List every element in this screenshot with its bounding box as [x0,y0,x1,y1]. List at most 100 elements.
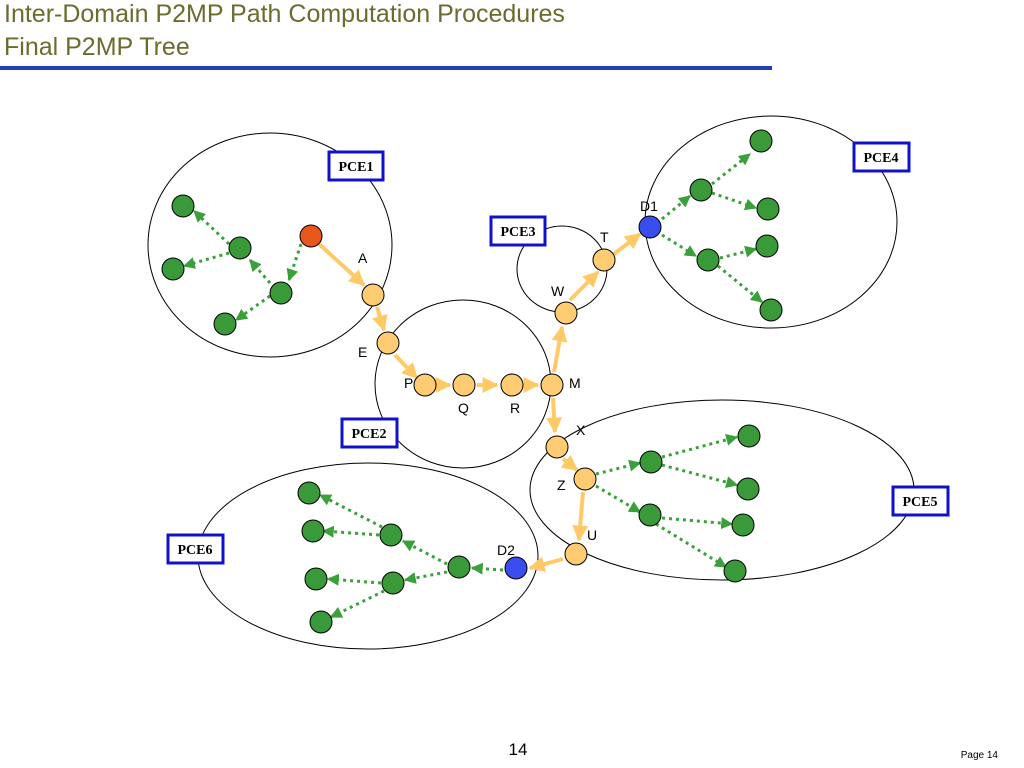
node-z [573,467,597,491]
node-e [376,331,400,355]
leaf-arrow [403,570,448,584]
slide-subtitle: Final P2MP Tree [4,33,190,61]
leaf-arrow [711,152,751,186]
leaf-node [381,571,405,595]
path-arrow [568,270,600,302]
leaf-arrow [326,573,382,586]
leaf-arrow [318,493,383,529]
leaf-node [297,481,321,505]
leaf-arrow [661,516,734,530]
leaf-arrow [661,194,691,221]
leaf-node [171,194,195,218]
node-p [413,373,437,397]
leaf-node [447,555,471,579]
leaf-node [689,178,713,202]
leaf-node [736,477,760,501]
node-w [554,301,578,325]
leaf-node [749,129,773,153]
path-arrow [572,491,589,542]
label-d1: D1 [640,198,658,214]
leaf-node [228,236,252,260]
label-d2: D2 [497,542,515,558]
leaf-node [759,298,783,322]
label-q: Q [458,400,469,416]
path-arrow [528,556,564,572]
boundary-nodes [504,215,662,580]
domain-pce1-outline [147,132,393,358]
leaf-node [301,519,325,543]
path-arrow [317,242,366,287]
label-a: A [358,250,368,266]
pce4-box: PCE4 [852,141,911,173]
leaf-arrow [717,264,763,304]
node-d2 [504,556,528,580]
page-label: Page 14 [960,750,998,761]
node-u [564,542,588,566]
leaf-node [755,234,779,258]
label-e: E [358,344,367,360]
leaf-arrow [470,562,504,575]
slide-number: 14 [508,740,528,759]
pce6-box: PCE6 [166,533,225,565]
domain-pce6-outline [197,462,539,650]
leaf-arrow [661,433,739,459]
path-arrow [560,454,579,472]
path-arrow [393,353,419,380]
label-p: P [404,375,413,391]
path-arrow [551,325,568,373]
leaf-arrow [711,191,758,211]
transit-nodes [361,248,616,566]
leaf-node [639,450,663,474]
leaf-arrow [595,459,642,476]
leaf-node [309,610,333,634]
pce2-box: PCE2 [340,417,399,449]
leaf-arrow [235,294,271,322]
source-node [299,224,323,248]
label-w: W [551,283,565,299]
pce1-box: PCE1 [327,150,385,182]
leaf-node [756,197,780,221]
leaf-arrow [655,522,728,569]
leaf-node [723,559,747,583]
node-x [545,435,569,459]
label-r: R [510,400,520,416]
label-z: Z [557,477,566,493]
node-t [592,248,616,272]
node-r [500,373,524,397]
leaf-arrow [595,484,642,514]
node-d1 [638,215,662,239]
leaf-nodes [161,129,783,634]
node-labels: A E P Q R M W T D1 X Z U D2 [358,198,658,558]
pce2-label: PCE2 [352,427,387,442]
leaf-node [737,424,761,448]
label-u: U [587,527,597,543]
pce3-box: PCE3 [489,215,547,247]
node-a [361,283,385,307]
leaf-arrow [192,209,231,246]
leaf-node [213,312,237,336]
label-m: M [569,375,581,391]
node-m [540,373,564,397]
pce3-label: PCE3 [501,225,536,240]
label-t: T [600,229,609,245]
label-x: X [576,422,586,438]
path-arrow [546,397,563,434]
pce-boxes: PCE1 PCE2 PCE3 PCE4 PCE5 PCE6 [166,141,950,565]
leaf-arrow [661,233,698,258]
pce5-label: PCE5 [903,495,938,510]
leaf-node [731,513,755,537]
pce1-label: PCE1 [339,160,374,175]
leaf-arrow [182,251,230,269]
pce6-label: PCE6 [178,543,213,558]
path-arrow [372,306,388,332]
leaf-node [696,248,720,272]
leaf-arrow [329,589,385,619]
leaf-node [161,257,185,281]
leaf-arrow [286,243,303,282]
path-arrow [612,232,642,256]
node-q [452,373,476,397]
pce4-label: PCE4 [864,151,899,166]
leaf-arrow [248,259,272,284]
leaf-arrows [182,152,763,619]
